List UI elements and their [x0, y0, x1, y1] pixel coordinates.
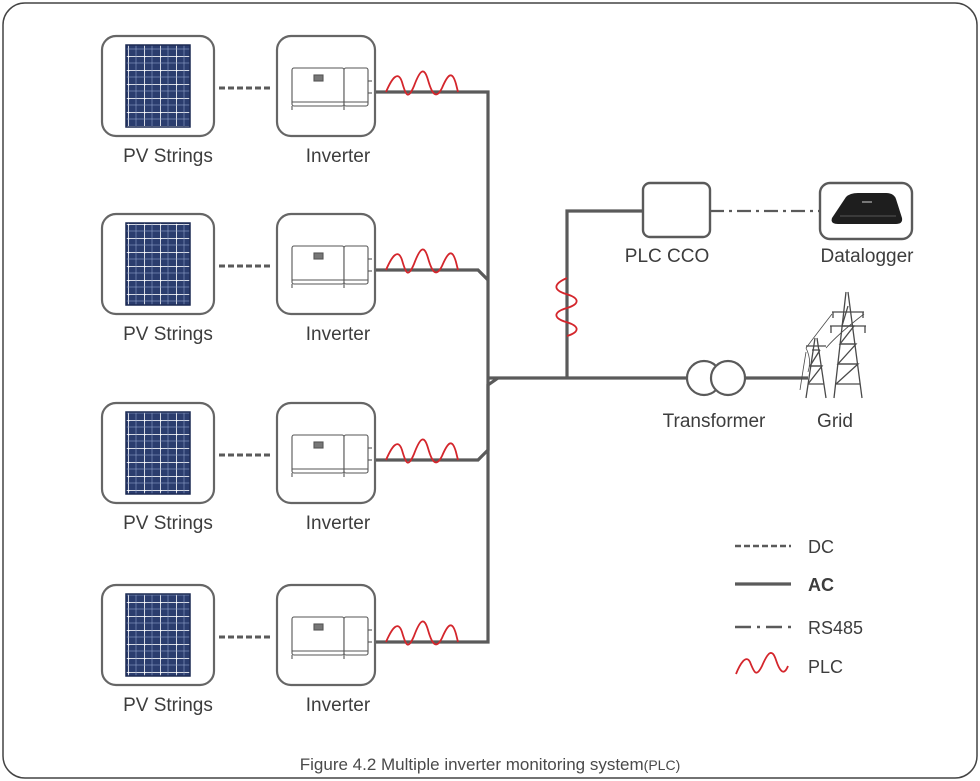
legend-plc-label: PLC [808, 657, 843, 677]
plc-wave-row-2 [385, 248, 459, 274]
pv-strings-label: PV Strings [123, 513, 213, 534]
plc-cco-box [641, 181, 712, 239]
legend-ac-label: AC [808, 575, 834, 595]
inverter-icon [291, 245, 372, 288]
datalogger-label: Datalogger [821, 246, 915, 267]
plc-wave-vertical [555, 277, 578, 337]
inverter-icon [291, 616, 372, 659]
legend-rs485-label: RS485 [808, 618, 863, 638]
inverter-label: Inverter [306, 324, 371, 345]
grid-label: Grid [817, 411, 853, 432]
solar-panel-icon [125, 44, 191, 128]
inverter-label: Inverter [306, 695, 371, 716]
inverter-icon [291, 67, 372, 110]
solar-panel-icon [125, 593, 191, 677]
plc-wave-row-1 [385, 70, 459, 96]
legend-dc-label: DC [808, 537, 834, 557]
pv-strings-label: PV Strings [123, 324, 213, 345]
pv-strings-label: PV Strings [123, 146, 213, 167]
datalogger-device [818, 181, 914, 241]
legend: DC AC RS485 PLC [735, 537, 863, 677]
row-2: PV Strings Inverter [100, 212, 377, 345]
figure-caption: Figure 4.2 Multiple inverter monitoring … [300, 755, 680, 774]
ac-line-row-1 [376, 90, 490, 380]
plc-cco-label: PLC CCO [625, 246, 709, 267]
inverter-icon [291, 434, 372, 477]
transformer-label: Transformer [663, 411, 766, 432]
figure-caption-main: Figure 4.2 Multiple inverter monitoring … [300, 755, 644, 774]
ac-line-plc-cco [565, 209, 643, 378]
solar-panel-icon [125, 411, 191, 495]
solar-panel-icon [125, 222, 191, 306]
inverter-label: Inverter [306, 513, 371, 534]
transformer-icon [685, 359, 747, 397]
plc-waves [385, 70, 578, 646]
ac-bus [376, 90, 808, 644]
plc-wave-row-3 [385, 438, 459, 464]
pv-strings-label: PV Strings [123, 695, 213, 716]
row-4: PV Strings Inverter [100, 583, 377, 716]
row-3: PV Strings Inverter [100, 401, 377, 534]
ac-line-row-2 [376, 268, 490, 282]
legend-plc-wave [735, 652, 789, 675]
inverter-label: Inverter [306, 146, 371, 167]
grid-tower-icon [799, 291, 866, 399]
figure-caption-suffix: (PLC) [644, 757, 681, 773]
plc-cco-device [641, 181, 712, 239]
row-1: PV Strings Inverter [100, 34, 377, 167]
plc-wave-row-4 [385, 620, 459, 646]
ac-line-row-4 [376, 376, 499, 644]
